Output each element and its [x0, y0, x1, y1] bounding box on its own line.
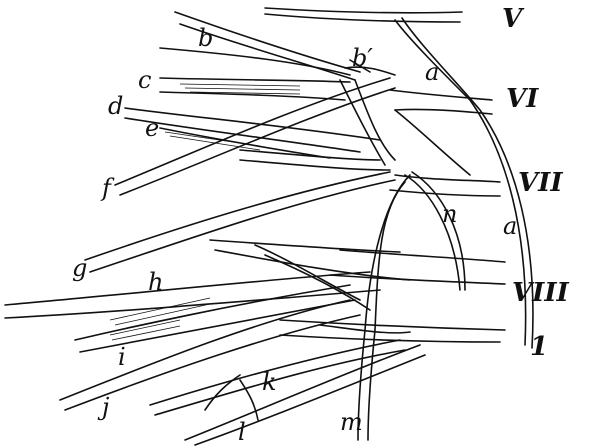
- label-h: h: [148, 268, 164, 296]
- label-root-1: 1: [530, 332, 549, 362]
- label-root-VI: VI: [506, 84, 539, 114]
- label-root-V: V: [502, 4, 523, 34]
- label-root-VIII: VIII: [512, 278, 569, 308]
- label-m: m: [340, 408, 363, 436]
- label-root-VII: VII: [518, 168, 563, 198]
- label-a-top: a: [425, 58, 440, 86]
- label-c: c: [138, 66, 152, 94]
- label-n: n: [442, 200, 458, 228]
- label-l: l: [238, 418, 246, 446]
- label-f: f: [102, 174, 111, 202]
- label-a-bottom: a: [503, 212, 518, 240]
- label-g: g: [72, 254, 88, 282]
- label-e: e: [145, 114, 160, 142]
- label-i: i: [118, 343, 126, 371]
- label-k: k: [262, 368, 277, 396]
- label-b-prime: b′: [352, 44, 373, 72]
- label-d: d: [108, 92, 124, 120]
- label-j: j: [102, 393, 110, 421]
- label-b: b: [198, 24, 214, 52]
